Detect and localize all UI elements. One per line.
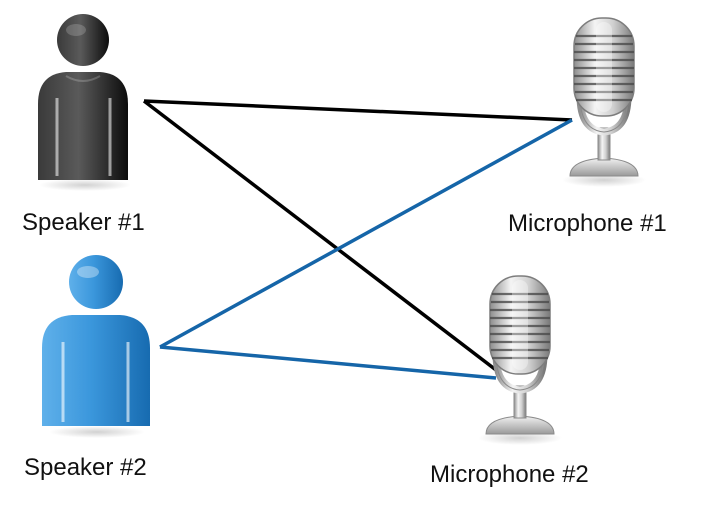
speaker-1-label: Speaker #1: [22, 209, 145, 236]
link-speaker-2-microphone-2: [159, 345, 497, 380]
speaker-2-person-icon: [42, 255, 150, 438]
link-speaker-2-microphone-1: [159, 118, 573, 349]
microphone-2-label: Microphone #2: [430, 461, 589, 488]
link-speaker-1-microphone-2: [142, 99, 498, 372]
speaker-1-person-icon: [38, 14, 131, 191]
microphone-1-label: Microphone #1: [508, 210, 667, 237]
connection-lines: [142, 99, 573, 380]
speaker-2-label: Speaker #2: [24, 454, 147, 481]
microphone-1-icon: [562, 17, 646, 187]
microphone-2-icon: [478, 275, 562, 445]
link-speaker-1-microphone-1: [143, 99, 573, 122]
